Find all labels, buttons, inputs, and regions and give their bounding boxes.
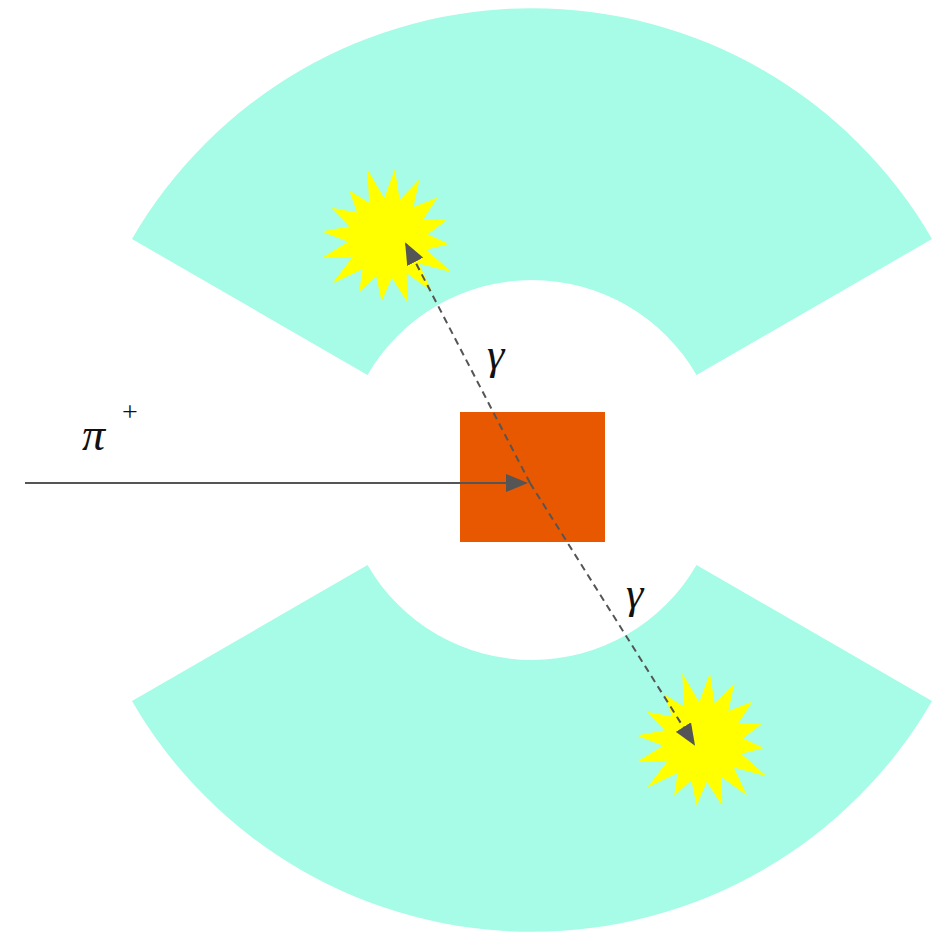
hit-flash xyxy=(637,673,767,806)
photon-track xyxy=(406,244,530,483)
detector-lower xyxy=(132,565,932,932)
photon-label: γ xyxy=(626,572,643,616)
photon-label: γ xyxy=(487,333,504,377)
charge-sign: + xyxy=(122,398,138,426)
hit-flash xyxy=(322,169,452,302)
particle-label: π xyxy=(82,412,105,458)
pion-beam xyxy=(25,482,526,484)
photon-track xyxy=(530,483,694,744)
target-block xyxy=(460,412,605,542)
detector-upper xyxy=(132,8,932,375)
